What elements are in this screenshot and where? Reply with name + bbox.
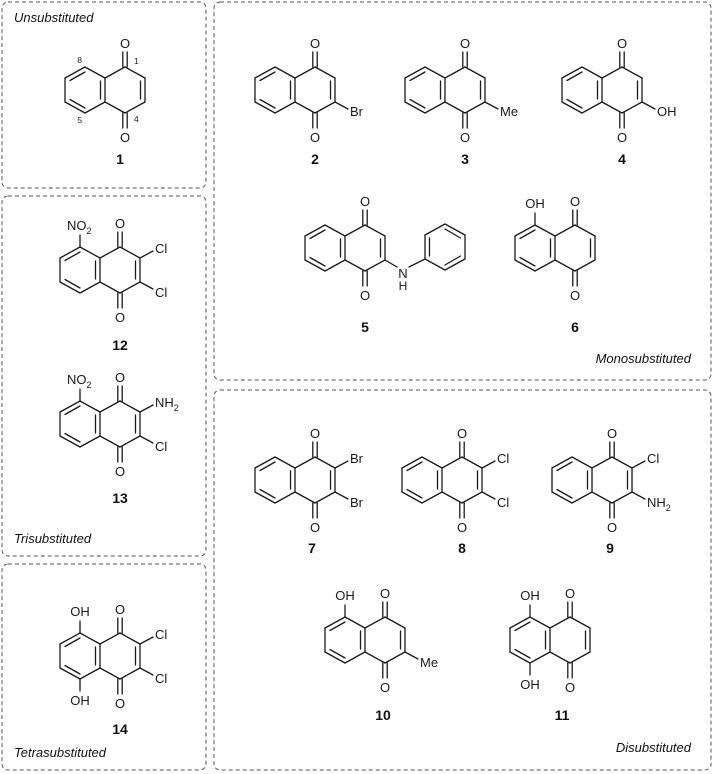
svg-text:OH: OH: [657, 104, 677, 119]
compound-4-structure: O O OH: [561, 36, 677, 145]
svg-text:O: O: [380, 586, 390, 601]
compound-2-structure: O O Br: [254, 36, 364, 145]
compound-14-structure: O O OH OH Cl Cl: [59, 602, 167, 711]
svg-text:O: O: [457, 426, 467, 441]
svg-text:O: O: [570, 194, 580, 209]
compound-7-structure: O O Br Br: [254, 426, 364, 535]
svg-text:OH: OH: [520, 588, 540, 603]
svg-text:Br: Br: [350, 495, 364, 510]
svg-text:Cl: Cl: [647, 451, 659, 466]
compound-13-structure: O O NO2 NH2 Cl: [59, 370, 179, 479]
svg-text:Cl: Cl: [497, 451, 509, 466]
svg-text:OH: OH: [525, 196, 545, 211]
svg-text:O: O: [570, 288, 580, 303]
compound-1-structure: O O 1 4 8 5: [64, 36, 146, 145]
svg-text:O: O: [310, 130, 320, 145]
svg-text:O: O: [457, 520, 467, 535]
svg-text:O: O: [617, 36, 627, 51]
unsubstituted-title: Unsubstituted: [14, 10, 94, 25]
compound-2-label: 2: [311, 151, 319, 167]
compound-5-structure: O O N H: [304, 194, 466, 303]
svg-text:OH: OH: [70, 604, 90, 619]
svg-text:Cl: Cl: [155, 241, 167, 256]
svg-text:Cl: Cl: [155, 439, 167, 454]
svg-text:OH: OH: [335, 588, 355, 603]
svg-text:4: 4: [134, 114, 139, 124]
svg-text:H: H: [399, 279, 408, 293]
svg-text:Br: Br: [350, 104, 364, 119]
svg-text:O: O: [607, 520, 617, 535]
svg-text:1: 1: [134, 56, 139, 66]
svg-text:Cl: Cl: [155, 285, 167, 300]
compound-4-label: 4: [618, 151, 626, 167]
svg-text:Me: Me: [420, 655, 438, 670]
tetrasubstituted-title: Tetrasubstituted: [14, 745, 107, 760]
svg-text:5: 5: [77, 115, 82, 125]
svg-text:NO2: NO2: [67, 372, 92, 390]
compound-10-label: 10: [375, 707, 391, 723]
svg-text:NH2: NH2: [647, 495, 671, 513]
svg-text:O: O: [460, 36, 470, 51]
svg-text:O: O: [607, 426, 617, 441]
compound-12-structure: O O NO2 Cl Cl: [59, 216, 167, 325]
svg-text:NO2: NO2: [67, 218, 92, 236]
tetrasubstituted-box: [1, 563, 207, 771]
svg-text:Cl: Cl: [155, 671, 167, 686]
svg-text:O: O: [115, 464, 125, 479]
svg-text:O: O: [360, 194, 370, 209]
compound-1-label: 1: [116, 151, 124, 167]
compound-9-label: 9: [606, 540, 614, 556]
svg-text:Cl: Cl: [155, 627, 167, 642]
svg-text:O: O: [310, 426, 320, 441]
svg-text:O: O: [565, 586, 575, 601]
svg-text:O: O: [310, 520, 320, 535]
svg-text:O: O: [460, 130, 470, 145]
compound-6-label: 6: [571, 319, 579, 335]
compound-3-structure: O O Me: [404, 36, 518, 145]
svg-text:Me: Me: [500, 104, 518, 119]
svg-text:O: O: [120, 36, 130, 51]
svg-text:Br: Br: [350, 451, 364, 466]
compound-3-label: 3: [461, 151, 469, 167]
svg-text:Cl: Cl: [497, 495, 509, 510]
unsubstituted-box: [1, 1, 207, 189]
compound-10-structure: O O OH Me: [324, 586, 438, 695]
svg-text:O: O: [115, 216, 125, 231]
svg-text:8: 8: [77, 55, 82, 65]
compound-11-label: 11: [555, 707, 570, 723]
compound-11-structure: O O OH OH: [509, 586, 591, 695]
svg-text:OH: OH: [520, 677, 540, 692]
disubstituted-title: Disubstituted: [616, 740, 692, 755]
svg-text:O: O: [380, 680, 390, 695]
compound-14-label: 14: [112, 721, 128, 737]
svg-text:NH2: NH2: [155, 395, 179, 413]
compound-8-label: 8: [458, 540, 466, 556]
svg-text:N: N: [398, 266, 407, 281]
svg-text:O: O: [310, 36, 320, 51]
svg-text:O: O: [360, 288, 370, 303]
compound-9-structure: O O Cl NH2: [551, 426, 671, 535]
compound-5-label: 5: [361, 319, 369, 335]
svg-text:O: O: [120, 130, 130, 145]
svg-text:O: O: [115, 310, 125, 325]
monosubstituted-title: Monosubstituted: [596, 351, 692, 366]
trisubstituted-title: Trisubstituted: [14, 531, 92, 546]
svg-text:O: O: [617, 130, 627, 145]
compound-8-structure: O O Cl Cl: [401, 426, 509, 535]
svg-text:O: O: [115, 696, 125, 711]
svg-text:O: O: [115, 370, 125, 385]
compound-13-label: 13: [112, 490, 128, 506]
trisubstituted-box: [1, 195, 207, 557]
compound-7-label: 7: [308, 540, 316, 556]
svg-text:OH: OH: [70, 693, 90, 708]
svg-text:O: O: [565, 680, 575, 695]
svg-text:O: O: [115, 602, 125, 617]
compound-6-structure: O O OH: [514, 194, 596, 303]
compound-12-label: 12: [112, 337, 128, 353]
disubstituted-box: [213, 389, 712, 771]
